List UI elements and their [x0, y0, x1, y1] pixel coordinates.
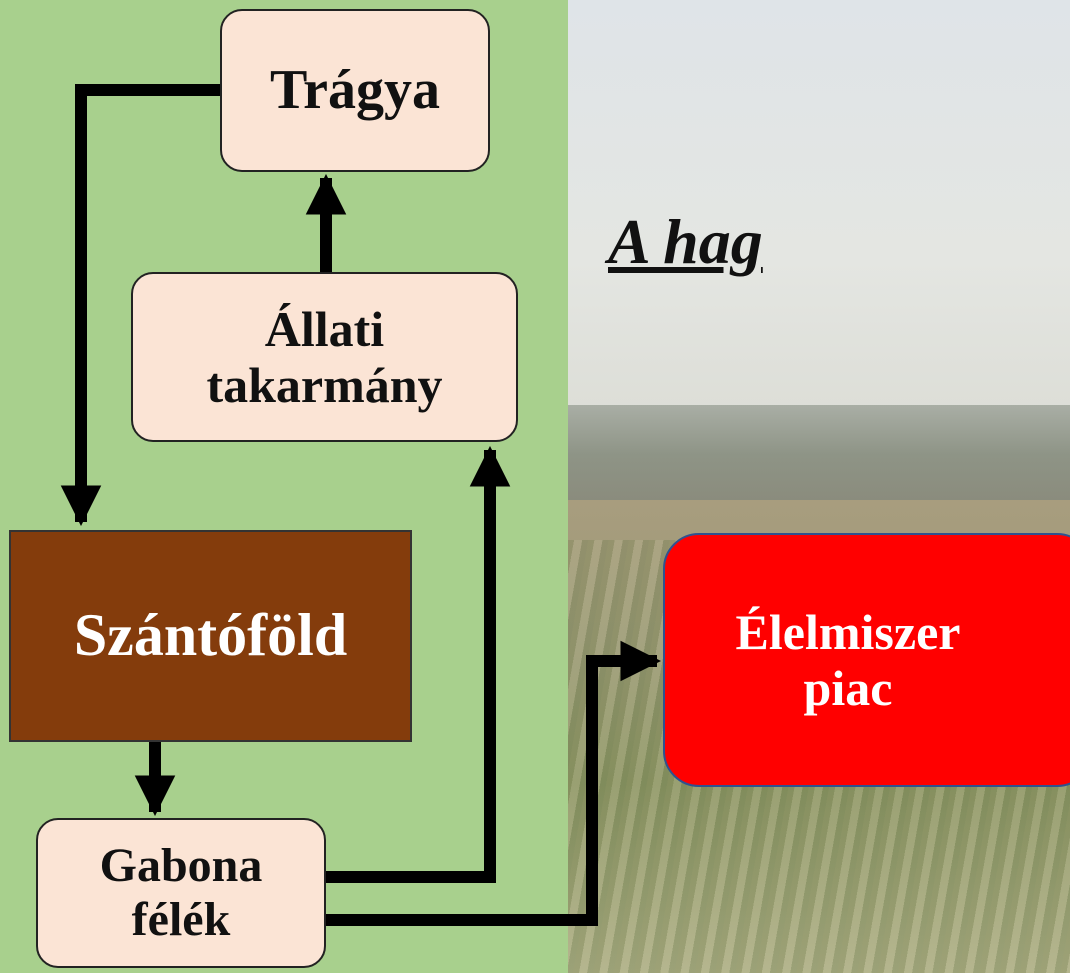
node-elelmiszer-label-line1: Élelmiszer	[735, 604, 961, 660]
photo-treeline	[568, 405, 1070, 505]
node-allati-takarmany: Állati takarmány	[131, 272, 518, 442]
node-gabona-label-line2: félék	[131, 893, 231, 946]
node-tragya-label: Trágya	[269, 59, 441, 122]
node-tragya: Trágya	[220, 9, 490, 172]
node-allati-label-line2: takarmány	[206, 357, 443, 413]
node-gabona-label-line1: Gabona	[99, 839, 263, 893]
node-elelmiszer-label-line2: piac	[803, 660, 893, 716]
node-szantofold-label: Szántóföld	[73, 602, 348, 669]
slide-title: A hag	[608, 206, 763, 277]
node-gabona-felek: Gabona félék	[36, 818, 326, 968]
arrow-tragya-to-szantofold	[60, 84, 220, 527]
node-szantofold: Szántóföld	[9, 530, 412, 742]
arrow-gabona-to-elelmiszer	[326, 640, 662, 926]
node-elelmiszer-piac: Élelmiszer piac	[663, 533, 1070, 787]
node-allati-label-line1: Állati	[264, 301, 385, 357]
arrow-gabona-to-allati	[326, 445, 511, 883]
photo-sky	[568, 0, 1070, 430]
